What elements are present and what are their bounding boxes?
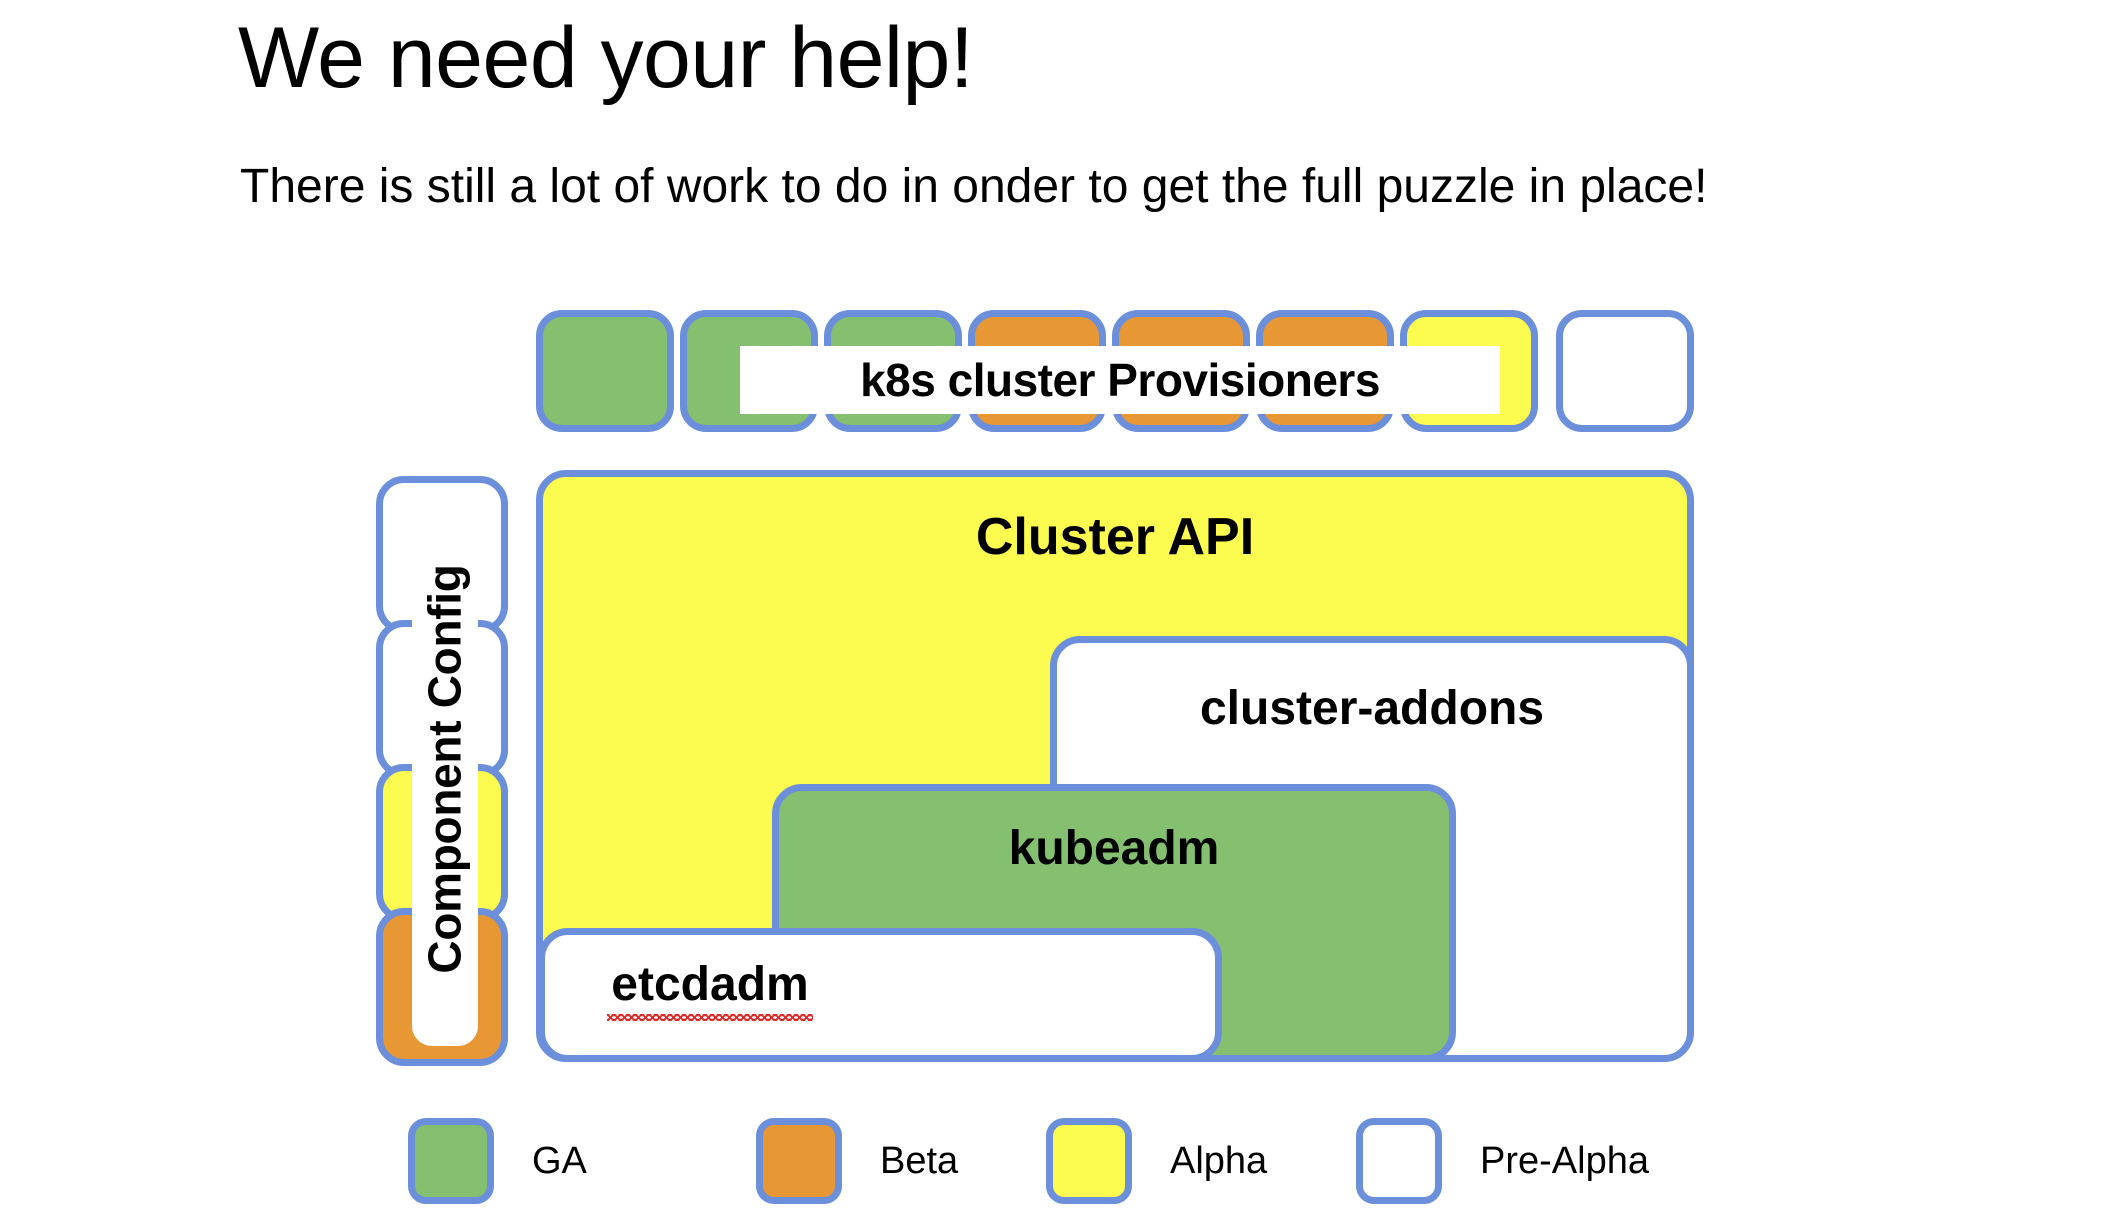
page-title: We need your help! <box>238 10 974 106</box>
legend-swatch-pre-alpha <box>1356 1118 1442 1204</box>
provisioner-cell-8[interactable] <box>1556 310 1694 432</box>
etcdadm-label-wrap: etcdadm <box>545 957 875 1021</box>
legend-swatch-beta <box>756 1118 842 1204</box>
etcdadm-label: etcdadm <box>607 958 814 1021</box>
component-config-label-band: Component Config <box>412 492 478 1046</box>
component-config-label: Component Config <box>419 564 471 974</box>
kubeadm-label: kubeadm <box>1008 822 1220 875</box>
legend: GA Beta Alpha Pre-Alpha <box>0 1118 2126 1214</box>
etcdadm-box[interactable]: etcdadm <box>538 928 1222 1062</box>
legend-swatch-ga <box>408 1118 494 1204</box>
cluster-api-label: Cluster API <box>975 508 1255 566</box>
legend-label-ga: GA <box>532 1140 587 1182</box>
legend-label-pre-alpha: Pre-Alpha <box>1480 1140 1649 1182</box>
page-subtitle: There is still a lot of work to do in on… <box>240 160 1708 213</box>
legend-label-alpha: Alpha <box>1170 1140 1268 1182</box>
provisioner-cell-1[interactable] <box>536 310 674 432</box>
k8s-cluster-provisioners-label: k8s cluster Provisioners <box>740 346 1500 414</box>
legend-label-beta: Beta <box>880 1140 959 1182</box>
legend-swatch-alpha <box>1046 1118 1132 1204</box>
cluster-addons-label: cluster-addons <box>1199 682 1545 735</box>
